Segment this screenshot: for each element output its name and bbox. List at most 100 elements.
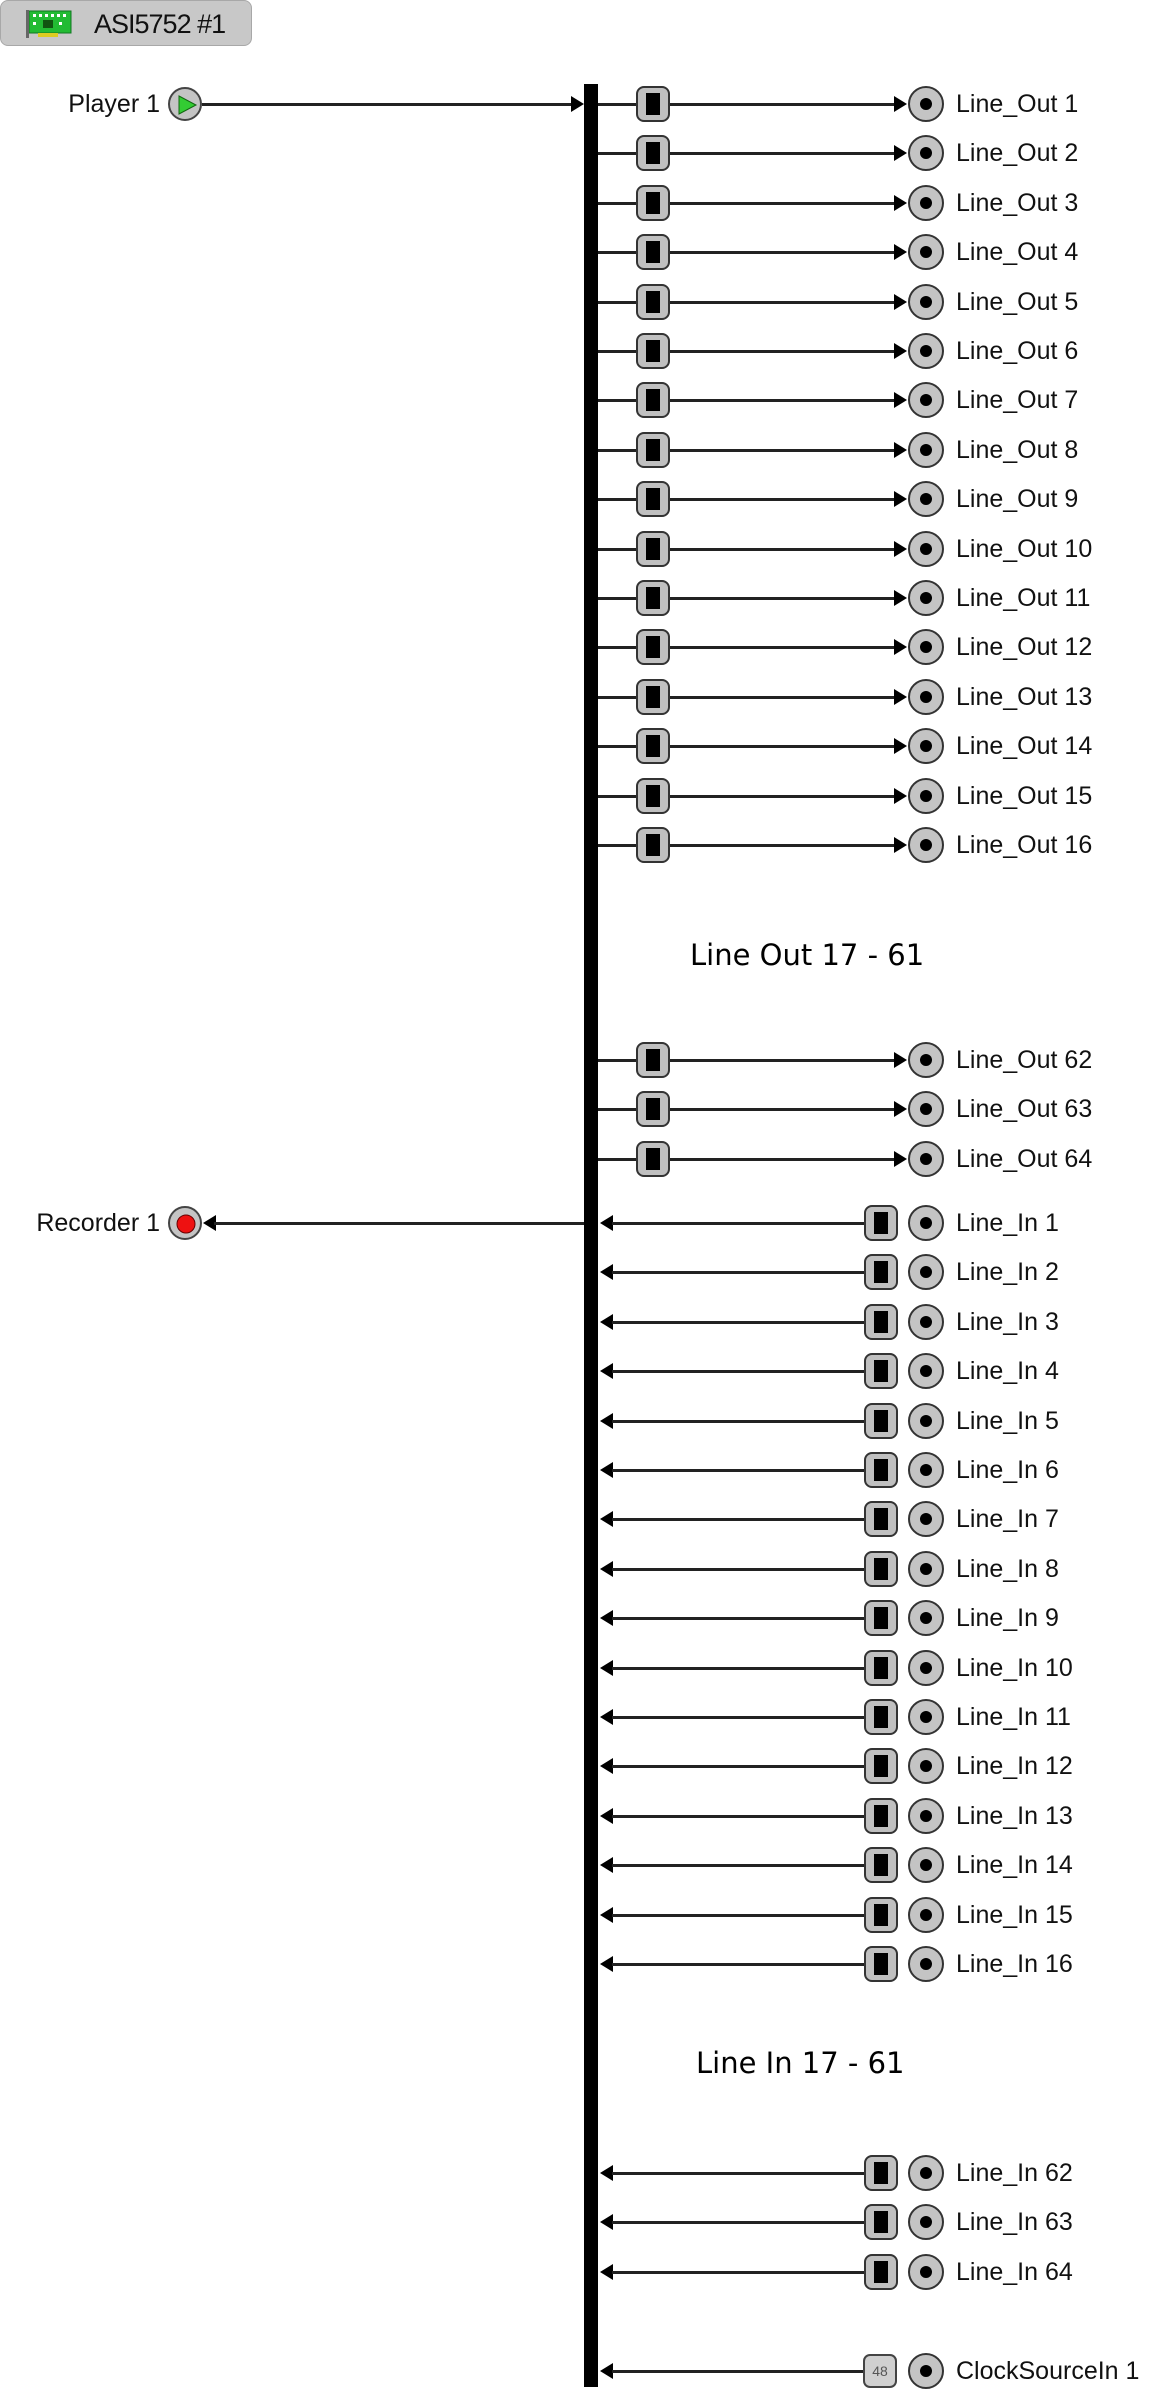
line-in-jack-icon xyxy=(908,1501,944,1537)
output-fader[interactable] xyxy=(636,86,670,122)
line-out-label: Line_Out 63 xyxy=(956,1095,1093,1123)
line-in-jack-icon xyxy=(908,1353,944,1389)
recorder-node[interactable] xyxy=(168,1206,202,1240)
output-wire xyxy=(598,251,895,254)
line-in-jack-icon xyxy=(908,1650,944,1686)
input-fader[interactable] xyxy=(864,2155,898,2191)
output-wire xyxy=(598,646,895,649)
player-node[interactable] xyxy=(168,87,202,121)
input-wire xyxy=(612,1815,864,1818)
player-label: Player 1 xyxy=(68,90,160,118)
arrow-right-icon xyxy=(894,689,907,705)
output-fader[interactable] xyxy=(636,580,670,616)
line-out-jack-icon xyxy=(908,778,944,814)
line-out-jack-icon xyxy=(908,284,944,320)
output-fader[interactable] xyxy=(636,778,670,814)
line-in-jack-icon xyxy=(908,1748,944,1784)
output-fader[interactable] xyxy=(636,432,670,468)
line-in-label: Line_In 5 xyxy=(956,1407,1059,1435)
output-wire xyxy=(598,696,895,699)
output-wire xyxy=(598,795,895,798)
arrow-right-icon xyxy=(894,1151,907,1167)
arrow-right-icon xyxy=(894,442,907,458)
input-fader[interactable] xyxy=(864,1897,898,1933)
mixer-bus xyxy=(584,84,598,2387)
device-node[interactable]: ASI5752 #1 xyxy=(0,0,252,46)
input-wire xyxy=(612,1963,864,1966)
input-fader[interactable] xyxy=(864,1551,898,1587)
output-fader[interactable] xyxy=(636,382,670,418)
input-fader[interactable] xyxy=(864,1254,898,1290)
input-fader[interactable] xyxy=(864,1205,898,1241)
output-fader[interactable] xyxy=(636,135,670,171)
input-fader[interactable] xyxy=(864,1798,898,1834)
input-fader[interactable] xyxy=(864,1946,898,1982)
input-fader[interactable] xyxy=(864,1699,898,1735)
clock-rate-box[interactable]: 48 xyxy=(863,2354,897,2388)
input-wire xyxy=(612,1914,864,1917)
input-wire xyxy=(612,1370,864,1373)
line-out-jack-icon xyxy=(908,827,944,863)
line-in-jack-icon xyxy=(908,1847,944,1883)
line-out-jack-icon xyxy=(908,481,944,517)
line-in-jack-icon xyxy=(908,1798,944,1834)
input-fader[interactable] xyxy=(864,2254,898,2290)
input-fader[interactable] xyxy=(864,2204,898,2240)
output-fader[interactable] xyxy=(636,1091,670,1127)
arrow-left-icon xyxy=(600,2264,613,2280)
arrow-left-icon xyxy=(600,1660,613,1676)
player-wire xyxy=(202,103,572,106)
output-fader[interactable] xyxy=(636,1141,670,1177)
arrow-left-icon xyxy=(203,1215,216,1231)
output-wire xyxy=(598,152,895,155)
arrow-right-icon xyxy=(894,491,907,507)
output-fader[interactable] xyxy=(636,728,670,764)
output-fader[interactable] xyxy=(636,185,670,221)
line-in-jack-icon xyxy=(908,1551,944,1587)
output-wire xyxy=(598,1158,895,1161)
output-wire xyxy=(598,548,895,551)
arrow-left-icon xyxy=(600,2165,613,2181)
line-out-label: Line_Out 12 xyxy=(956,633,1093,661)
input-fader[interactable] xyxy=(864,1353,898,1389)
input-fader[interactable] xyxy=(864,1403,898,1439)
input-fader[interactable] xyxy=(864,1452,898,1488)
line-in-jack-icon xyxy=(908,1452,944,1488)
output-fader[interactable] xyxy=(636,531,670,567)
output-fader[interactable] xyxy=(636,629,670,665)
output-fader[interactable] xyxy=(636,234,670,270)
output-fader[interactable] xyxy=(636,284,670,320)
input-wire xyxy=(612,1617,864,1620)
output-fader[interactable] xyxy=(636,827,670,863)
line-in-label: Line_In 9 xyxy=(956,1604,1059,1632)
line-out-label: Line_Out 3 xyxy=(956,189,1079,217)
arrow-right-icon xyxy=(894,244,907,260)
output-fader[interactable] xyxy=(636,481,670,517)
input-fader[interactable] xyxy=(864,1650,898,1686)
arrow-right-icon xyxy=(894,1052,907,1068)
input-fader[interactable] xyxy=(864,1600,898,1636)
output-wire xyxy=(598,844,895,847)
line-in-jack-icon xyxy=(908,2204,944,2240)
line-out-label: Line_Out 5 xyxy=(956,288,1079,316)
arrow-right-icon xyxy=(894,590,907,606)
output-fader[interactable] xyxy=(636,1042,670,1078)
line-out-label: Line_Out 4 xyxy=(956,238,1079,266)
line-in-jack-icon xyxy=(908,1699,944,1735)
line-in-label: Line_In 62 xyxy=(956,2159,1073,2187)
input-fader[interactable] xyxy=(864,1748,898,1784)
input-fader[interactable] xyxy=(864,1501,898,1537)
input-fader[interactable] xyxy=(864,1847,898,1883)
line-in-jack-icon xyxy=(908,1254,944,1290)
input-fader[interactable] xyxy=(864,1304,898,1340)
line-in-label: Line_In 1 xyxy=(956,1209,1059,1237)
arrow-right-icon xyxy=(894,195,907,211)
output-fader[interactable] xyxy=(636,679,670,715)
arrow-left-icon xyxy=(600,1413,613,1429)
input-wire xyxy=(612,1321,864,1324)
line-in-jack-icon xyxy=(908,1946,944,1982)
input-wire xyxy=(612,2172,864,2175)
output-fader[interactable] xyxy=(636,333,670,369)
line-out-jack-icon xyxy=(908,432,944,468)
line-out-label: Line_Out 64 xyxy=(956,1145,1093,1173)
